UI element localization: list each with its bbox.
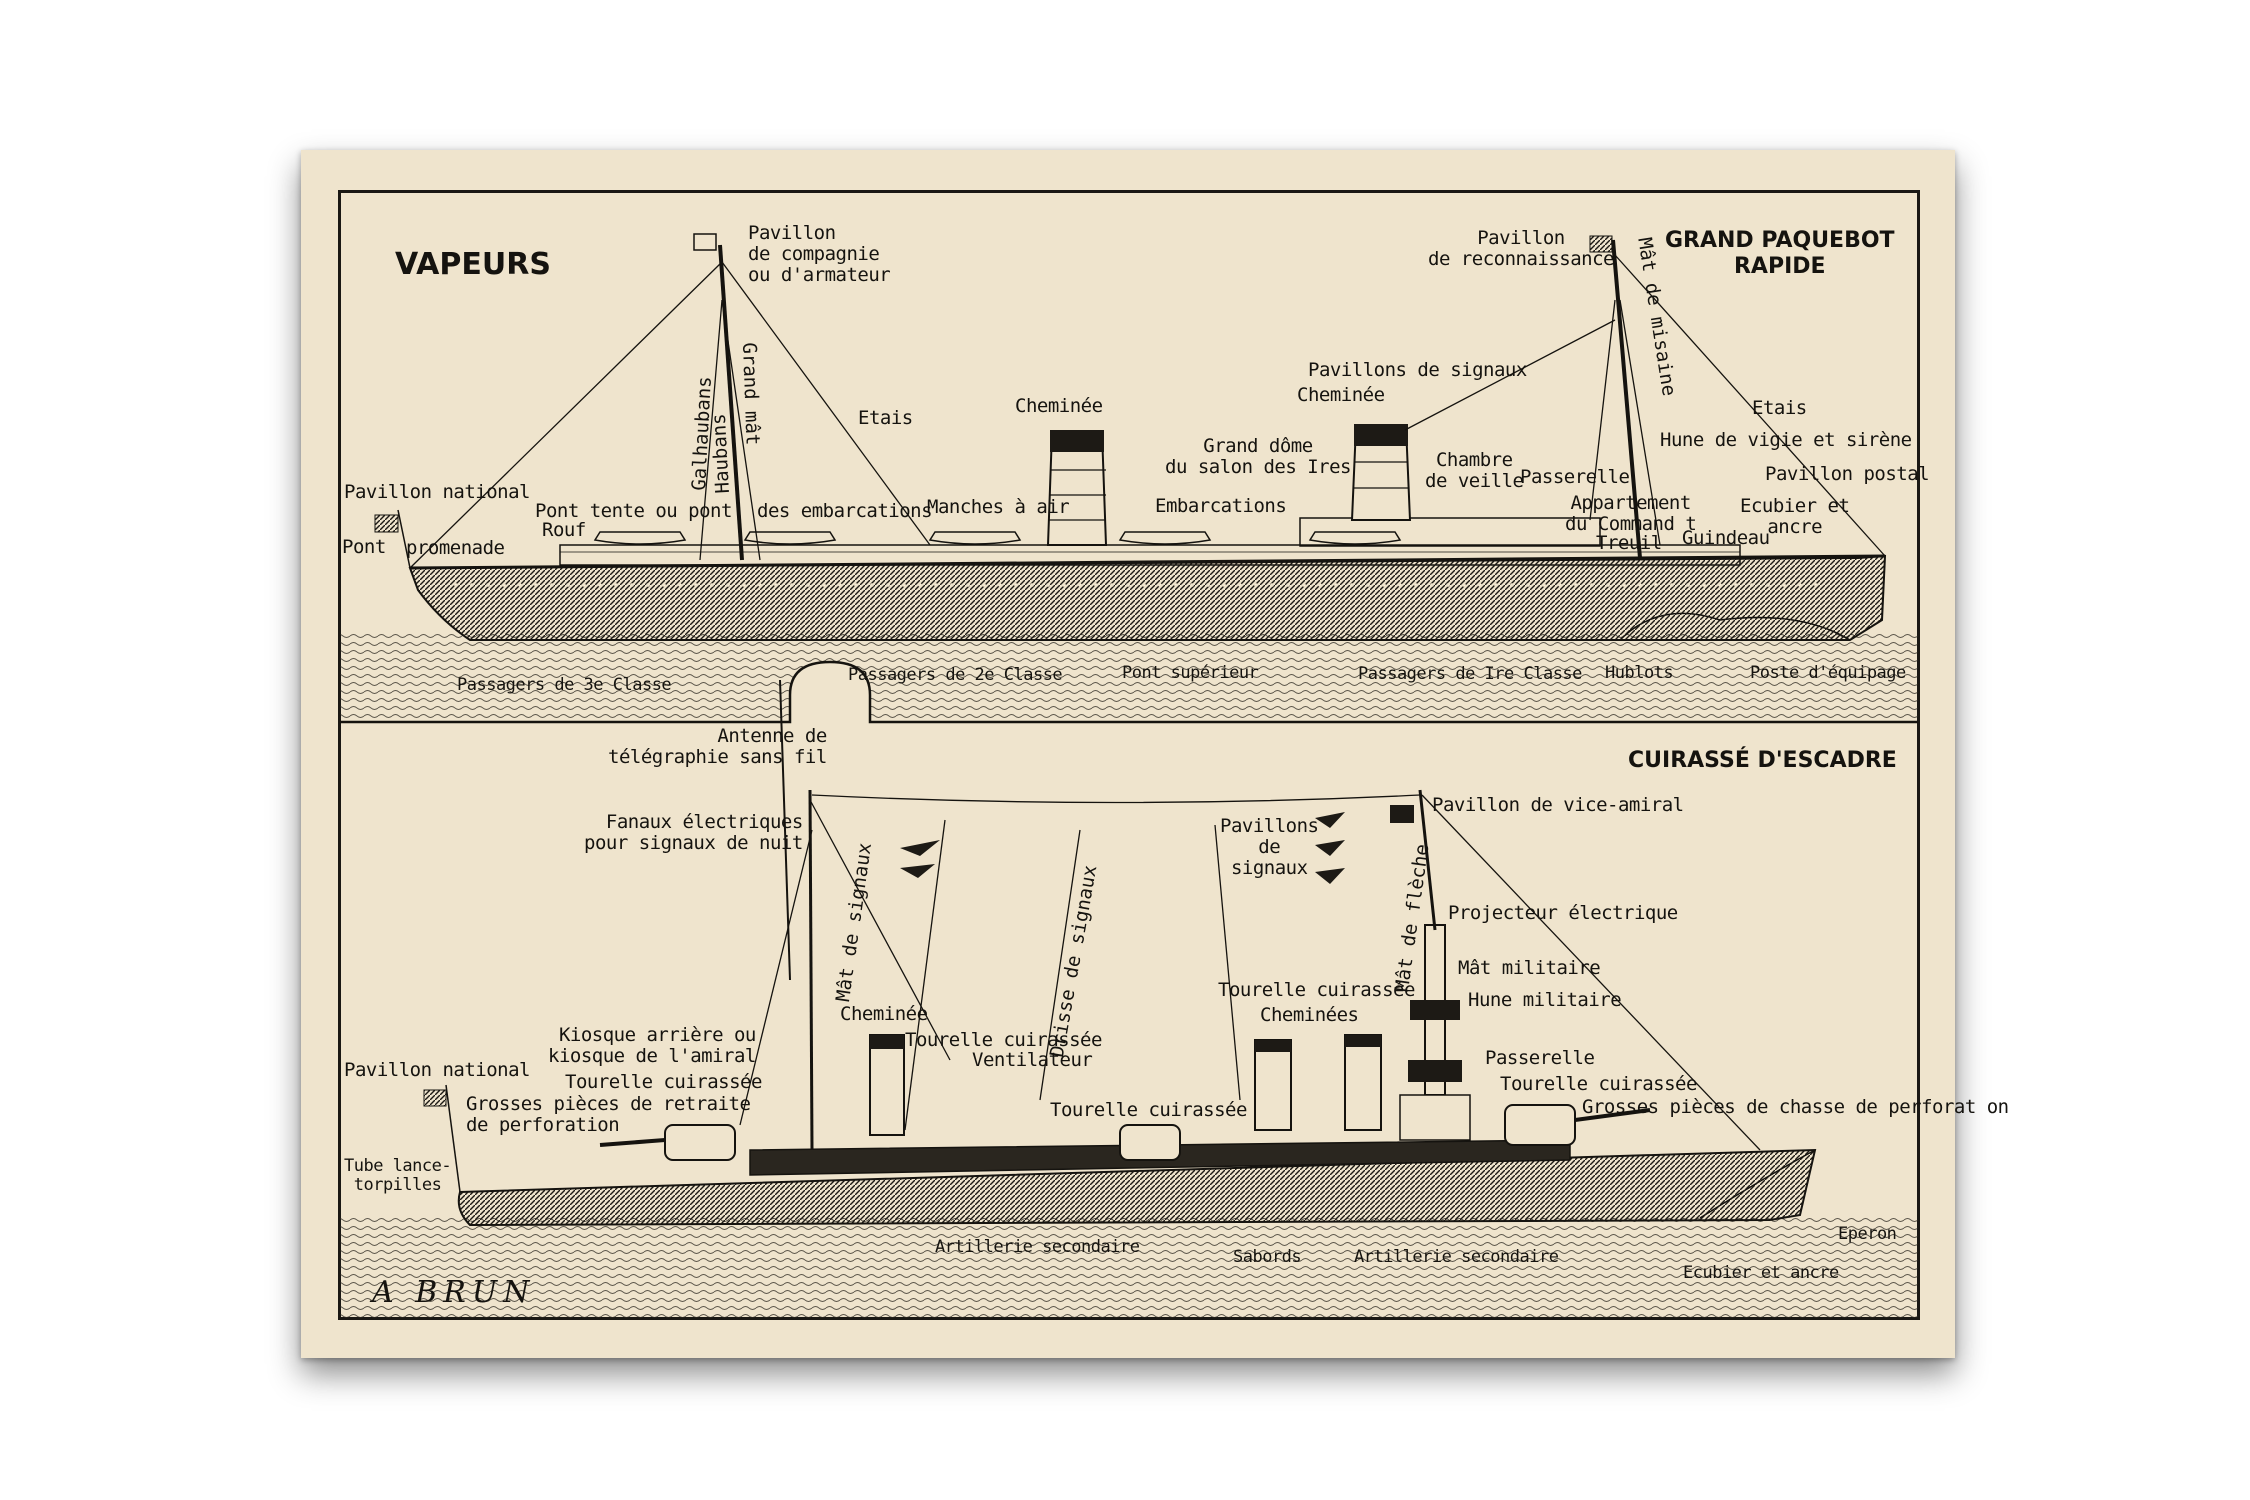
label-passerelle-b: Passerelle <box>1485 1048 1594 1069</box>
label-manches-air: Manches à air <box>927 497 1069 518</box>
title-grand-paquebot: GRAND PAQUEBOT RAPIDE <box>1665 228 1895 280</box>
label-appartement: Appartement du Command t <box>1565 493 1696 535</box>
label-rouf: Rouf <box>542 520 586 541</box>
label-pont-superieur: Pont supérieur <box>1122 664 1258 683</box>
label-passagers-3: Passagers de 3e Classe <box>457 676 671 695</box>
label-chambre-veille: Chambre de veille <box>1425 450 1523 492</box>
label-grosses-pieces-chasse: Grosses pièces de chasse de perforat on <box>1582 1097 2009 1118</box>
battleship-signal-mast <box>810 790 812 1150</box>
label-pavillon-compagnie: Pavillon de compagnie ou d'armateur <box>748 223 890 286</box>
label-grosses-pieces-retraite: Grosses pièces de retraite de perforatio… <box>466 1094 750 1136</box>
label-fanaux: Fanaux électriques pour signaux de nuit <box>584 812 803 854</box>
label-passerelle: Passerelle <box>1520 467 1629 488</box>
title-cuirasse: CUIRASSÉ D'ESCADRE <box>1628 748 1897 773</box>
liner-drawing <box>340 234 1918 722</box>
label-hune-vigie: Hune de vigie et sirène <box>1660 430 1912 451</box>
label-kiosque: Kiosque arrière ou kiosque de l'amiral <box>548 1025 756 1067</box>
label-haubans: Haubans <box>708 413 734 494</box>
label-pavillon-national-bottom: Pavillon national <box>344 1060 530 1081</box>
label-tourelle-cuirassee-left: Tourelle cuirassée <box>565 1072 762 1093</box>
label-poste-equipage: Poste d'équipage <box>1750 664 1906 683</box>
label-passagers-1: Passagers de Ire Classe <box>1358 665 1582 684</box>
label-grand-mat: Grand mât <box>738 342 764 446</box>
liner-hull <box>410 556 1885 640</box>
label-cheminee-b: Cheminée <box>840 1004 928 1025</box>
label-cheminees: Cheminées <box>1260 1005 1358 1026</box>
battleship-funnel-3 <box>1345 1035 1381 1130</box>
label-promenade: promenade <box>406 538 504 559</box>
label-pavillons-signaux: Pavillons de signaux <box>1308 360 1527 381</box>
label-treuil: Treuil <box>1596 533 1662 554</box>
label-antenne: Antenne de télégraphie sans fil <box>608 726 827 768</box>
label-etais-left: Etais <box>858 408 913 429</box>
label-pavillon-national-top: Pavillon national <box>344 482 530 503</box>
label-des-embarcations: des embarcations <box>757 501 932 522</box>
label-tourelle-cuirassee-low: Tourelle cuirassée <box>1050 1100 1247 1121</box>
label-pavillon-reconnaissance: Pavillon de reconnaissance <box>1428 228 1614 270</box>
label-grand-dome: Grand dôme du salon des Ires <box>1165 436 1351 478</box>
battleship-funnel-2 <box>1255 1040 1291 1130</box>
title-vapeurs: VAPEURS <box>395 247 551 282</box>
label-ventilateur: Ventilateur <box>972 1050 1092 1071</box>
label-artillerie-left: Artillerie secondaire <box>935 1238 1139 1257</box>
label-tourelle-cuirassee-mid: Tourelle cuirassée <box>905 1030 1102 1051</box>
battleship-fore-turret <box>1505 1105 1575 1145</box>
label-hublots: Hublots <box>1605 664 1673 683</box>
label-cheminee-2: Cheminée <box>1297 385 1385 406</box>
label-hune-militaire: Hune militaire <box>1468 990 1621 1011</box>
battleship-funnel-1 <box>870 1035 904 1135</box>
label-passagers-2: Passagers de 2e Classe <box>848 666 1062 685</box>
label-sabords: Sabords <box>1233 1248 1301 1267</box>
label-pont: Pont <box>342 537 386 558</box>
label-pavillons-signaux-b: Pavillons de signaux <box>1220 816 1318 879</box>
label-etais-right: Etais <box>1752 398 1807 419</box>
label-mat-militaire: Mât militaire <box>1458 958 1600 979</box>
label-tube-lance-torpilles: Tube lance- torpilles <box>344 1157 451 1195</box>
label-guindeau: Guindeau <box>1682 528 1770 549</box>
label-pavillon-vice-amiral: Pavillon de vice-amiral <box>1432 795 1684 816</box>
battleship-drawing <box>340 680 1918 1320</box>
label-cheminee-1: Cheminée <box>1015 396 1103 417</box>
label-eperon: Eperon <box>1838 1225 1896 1244</box>
label-projecteur: Projecteur électrique <box>1448 903 1678 924</box>
label-pavillon-postal: Pavillon postal <box>1765 464 1929 485</box>
label-embarcations: Embarcations <box>1155 496 1286 517</box>
label-tourelle-cuirassee-top: Tourelle cuirassée <box>1218 980 1415 1001</box>
label-tourelle-cuirassee-right: Tourelle cuirassée <box>1500 1074 1697 1095</box>
artist-signature: A BRUN <box>372 1275 535 1310</box>
label-ecubier-ancre-bottom: Ecubier et ancre <box>1683 1264 1839 1283</box>
label-artillerie-right: Artillerie secondaire <box>1354 1248 1558 1267</box>
